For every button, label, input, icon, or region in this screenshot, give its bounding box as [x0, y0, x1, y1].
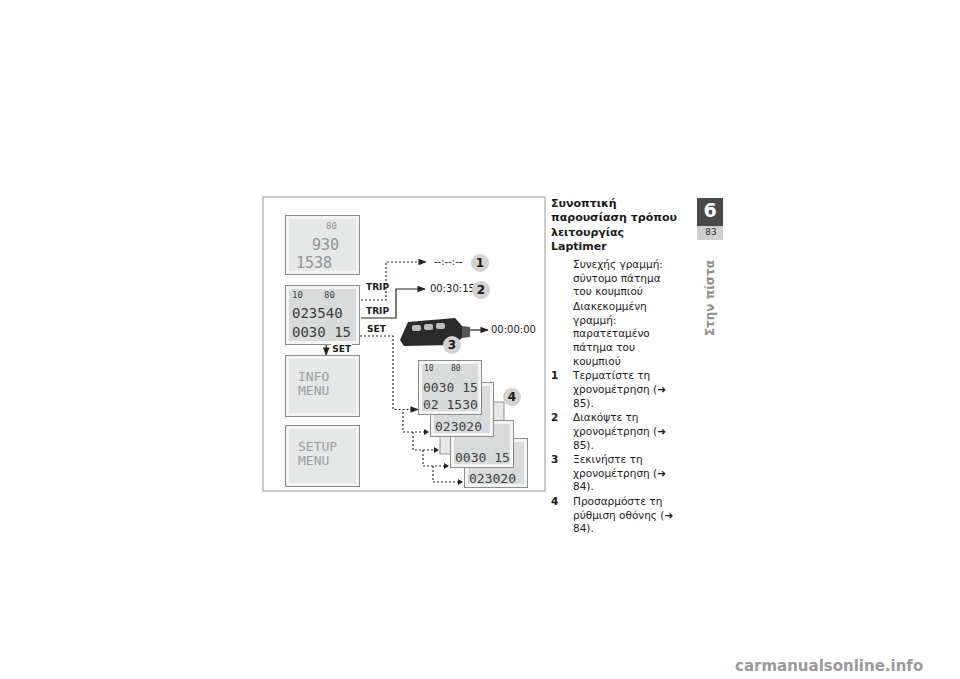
lcd-display: 80 930 1538: [285, 215, 360, 275]
lcd-text: SETUP MENU: [298, 440, 348, 469]
figure-frame: [263, 197, 545, 491]
lcd-text: 0030 15: [423, 381, 478, 394]
lcd-text: 023020: [435, 420, 482, 433]
lcd-text: 02 1530: [423, 398, 478, 411]
arrow-label: SET: [331, 344, 352, 354]
lcd-display: SETUP MENU: [285, 425, 360, 487]
connector: [326, 345, 327, 355]
lcd-text: 023020: [469, 472, 516, 485]
legend-note: Συνεχής γραμμή: σύντομο πάτημα του κουμπ…: [573, 258, 681, 299]
callout-number: 1: [471, 254, 489, 272]
arrow-label: TRIP: [366, 306, 389, 316]
time-readout: 00:00:00: [491, 324, 536, 336]
item-text: Προσαρμόστε τη ρύθμιση οθόνης (➜ 84).: [573, 495, 681, 536]
item-text: Διακόψτε τη χρονομέτρηση (➜ 85).: [573, 411, 681, 452]
callout-number: 3: [443, 336, 461, 354]
arrow-label: TRIP: [366, 282, 389, 292]
lcd-text: 0030 15: [455, 451, 510, 464]
chapter-title: Στην πίστα: [704, 260, 716, 336]
lcd-text: 10: [292, 291, 303, 300]
chapter-tab-page: [697, 226, 723, 240]
lcd-display: INFO MENU: [285, 355, 360, 417]
lcd-text: 80: [324, 291, 335, 300]
lcd-text: 10: [424, 365, 434, 373]
trip-short-line: [361, 289, 425, 318]
item-text: Ξεκινήστε τη χρονομέτρηση (➜ 84).: [573, 453, 681, 494]
lcd-text: 80: [451, 365, 461, 373]
page-number: 83: [700, 228, 722, 237]
callout-number: 2: [472, 281, 490, 299]
section-heading: Συνοπτική παρουσίαση τρόπου λειτουργίας …: [551, 197, 681, 254]
lap-card: 10 80 0030 15 02 1530: [418, 360, 482, 415]
item-text: Τερματίστε τη χρονομέτρηση (➜ 85).: [573, 369, 681, 410]
lcd-text: INFO MENU: [298, 370, 348, 399]
time-readout: 00:30:15: [430, 283, 475, 295]
connector: [360, 336, 418, 410]
chapter-number: 6: [702, 201, 718, 220]
callout-number: 4: [503, 388, 521, 406]
lcd-text: 80: [326, 222, 337, 231]
arrow-label: SET: [366, 324, 387, 334]
item-number: 3: [551, 453, 558, 467]
lcd-text: 023540: [292, 306, 343, 320]
switch-arrow: [470, 329, 488, 330]
chapter-tab: [697, 198, 723, 226]
item-number: 1: [551, 369, 558, 383]
trip-long-line: [361, 262, 426, 300]
watermark: carmanualsonline.info: [735, 657, 923, 677]
item-number: 4: [551, 495, 558, 509]
lcd-text: 0030 15: [292, 325, 351, 339]
legend-note: Διακεκομμένη γραμμή: παρατεταμένο πάτημα…: [573, 300, 681, 368]
lcd-text: 930: [312, 238, 339, 253]
lcd-text: 1538: [296, 256, 332, 271]
item-number: 2: [551, 411, 558, 425]
time-readout: --:--:--: [434, 256, 462, 268]
lcd-display: 10 80 023540 0030 15: [285, 285, 360, 345]
